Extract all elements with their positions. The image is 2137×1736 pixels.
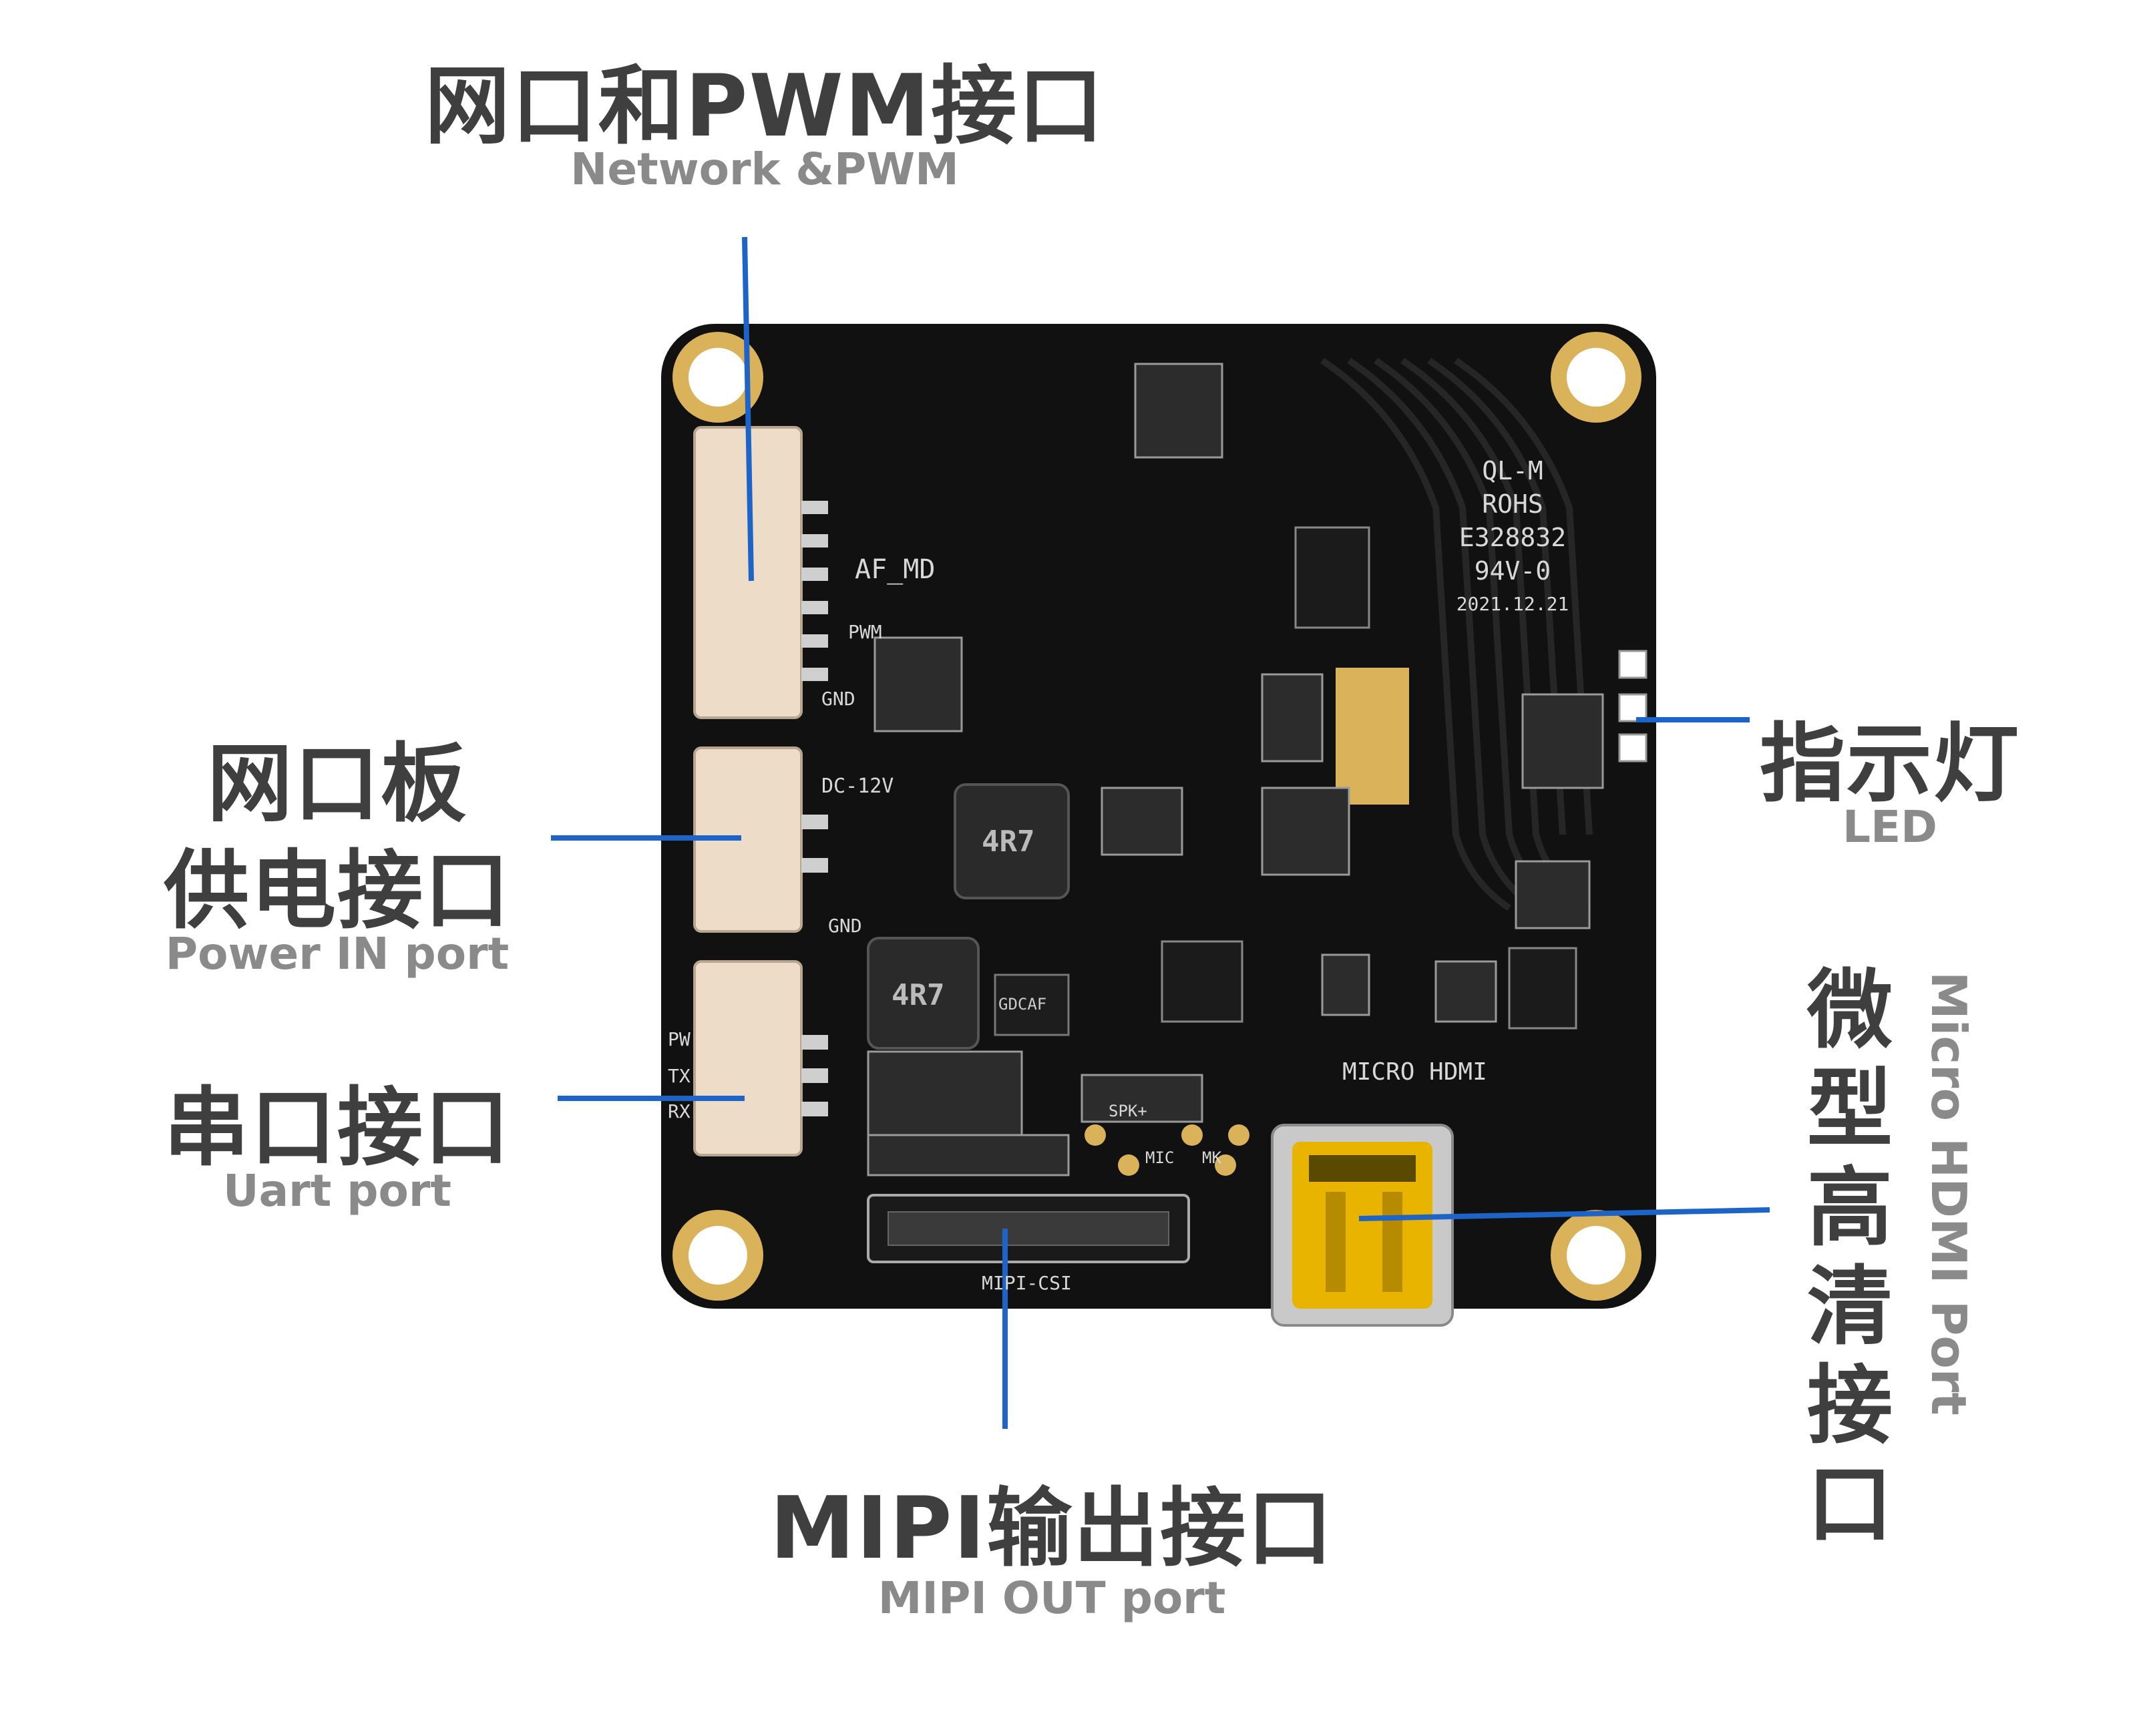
silk-cert-3: E328832 <box>1459 523 1567 552</box>
silk-af-md: AF_MD <box>855 554 936 585</box>
mounting-hole-top-left <box>672 332 763 423</box>
label-power-in-en: Power IN port <box>165 928 510 980</box>
silk-cert-2: ROHS <box>1482 489 1543 519</box>
led-indicators <box>1618 650 1647 763</box>
chip-gdcaf <box>994 973 1070 1036</box>
callout-line-network-pwm <box>742 236 754 582</box>
power-in-connector <box>693 746 828 933</box>
label-mipi-out-cn: MIPI输出接口 <box>769 1479 1334 1578</box>
mounting-hole-bottom-right <box>1551 1210 1641 1301</box>
silk-cert-4: 94V-0 <box>1474 556 1551 586</box>
inductor-top <box>954 783 1070 899</box>
network-pwm-connector <box>693 426 828 719</box>
silk-spk: SPK+ <box>1109 1102 1147 1120</box>
label-led-en: LED <box>1842 801 1937 853</box>
silk-cert-1: QL-M <box>1482 456 1543 485</box>
micro-hdmi-connector <box>1271 1124 1454 1327</box>
silk-rx: RX <box>668 1100 691 1122</box>
label-uart-cn: 串口接口 <box>163 1078 512 1178</box>
silk-pwm: PWM <box>848 621 882 643</box>
chip-right <box>1508 947 1577 1030</box>
silk-mipi-csi: MIPI-CSI <box>982 1272 1072 1294</box>
chip-top-center <box>1294 526 1370 629</box>
silk-mic: MIC <box>1145 1148 1175 1167</box>
silk-cert-date: 2021.12.21 <box>1456 593 1569 615</box>
label-uart-en: Uart port <box>223 1165 451 1217</box>
silk-mk: MK <box>1202 1148 1221 1167</box>
silk-tx: TX <box>668 1065 691 1087</box>
uart-connector <box>693 960 828 1156</box>
gold-pad-array <box>1336 668 1409 805</box>
label-micro-hdmi-cn: 微型高清接口 <box>1806 961 1893 1554</box>
silk-chip-gdcaf: GDCAF <box>998 995 1047 1014</box>
silk-gnd-1: GND <box>821 688 855 710</box>
mipi-csi-connector <box>867 1194 1190 1263</box>
silk-inductor-1: 4R7 <box>982 825 1035 859</box>
label-power-in-cn-line1: 网口板 <box>206 734 468 834</box>
label-network-pwm-en: Network &PWM <box>570 144 959 195</box>
mounting-hole-bottom-left <box>672 1210 763 1301</box>
silk-gnd-2: GND <box>828 915 862 937</box>
silk-micro-hdmi: MICRO HDMI <box>1342 1058 1487 1086</box>
label-mipi-out-en: MIPI OUT port <box>878 1572 1226 1624</box>
callout-line-micro-hdmi <box>1358 1207 1770 1221</box>
chip-center <box>1161 940 1243 1023</box>
label-micro-hdmi-en: Micro HDMI Port <box>1921 971 1977 1416</box>
callout-lines <box>551 236 1770 1429</box>
mounting-hole-top-right <box>1551 332 1641 423</box>
silk-inductor-2: 4R7 <box>892 978 945 1012</box>
silk-cert-block: QL-M ROHS E328832 94V-0 2021.12.21 <box>1436 454 1589 621</box>
inductor-bottom <box>867 937 980 1050</box>
silk-dc-12v: DC-12V <box>821 775 894 798</box>
label-led-cn: 指示灯 <box>1759 714 2021 814</box>
passive-components <box>867 363 1604 1176</box>
silk-pw: PW <box>668 1028 691 1050</box>
test-pads <box>1085 1124 1249 1176</box>
label-network-pwm-cn: 网口和PWM接口 <box>424 57 1105 156</box>
label-power-in-cn-line2: 供电接口 <box>163 841 512 941</box>
